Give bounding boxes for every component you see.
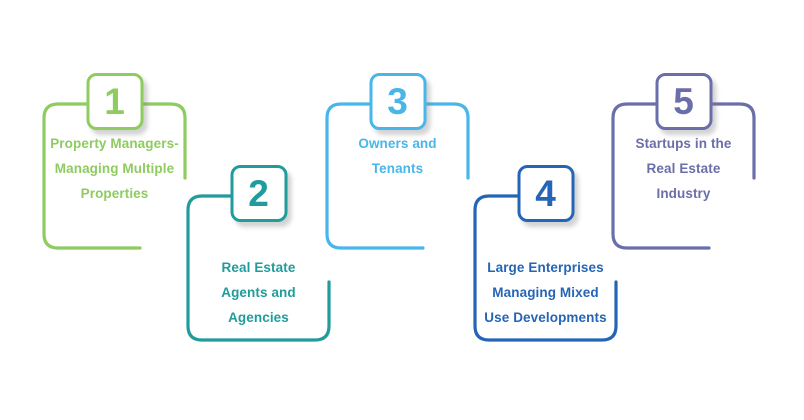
step-number: 2 <box>248 173 269 214</box>
step-outline <box>325 102 470 250</box>
step-label-line: Startups in the <box>635 136 732 151</box>
step-item-1: 1 Property Managers- Managing Multiple P… <box>42 73 187 253</box>
step-item-3: 3 Owners and Tenants <box>325 73 470 253</box>
step-number-badge: 5 <box>655 73 712 130</box>
step-label-line: Property Managers- <box>50 136 179 151</box>
step-label-line: Owners and <box>358 136 437 151</box>
step-label: Large Enterprises Managing Mixed Use Dev… <box>462 255 629 330</box>
step-number: 4 <box>535 173 556 214</box>
step-number-badge: 3 <box>369 73 426 130</box>
step-number-badge: 2 <box>230 165 287 222</box>
step-label: Real Estate Agents and Agencies <box>175 255 342 330</box>
step-item-4: 4 Large Enterprises Managing Mixed Use D… <box>473 165 618 345</box>
step-item-2: 2 Real Estate Agents and Agencies <box>186 165 331 345</box>
step-label-line: Managing Mixed <box>492 285 599 300</box>
step-number-badge: 1 <box>86 73 143 130</box>
step-label: Property Managers- Managing Multiple Pro… <box>31 131 198 206</box>
step-outline <box>473 194 618 342</box>
step-label-line: Properties <box>80 186 149 201</box>
step-outline <box>611 102 756 250</box>
step-label-line: Large Enterprises <box>487 260 604 275</box>
step-label-line: Managing Multiple <box>54 161 175 176</box>
step-outline <box>42 102 187 250</box>
step-label-line: Real Estate <box>221 260 296 275</box>
step-label-line: Industry <box>656 186 711 201</box>
step-label-line: Agents and <box>221 285 296 300</box>
step-outline <box>186 194 331 342</box>
step-item-5: 5 Startups in the Real Estate Industry <box>611 73 756 253</box>
step-label-line: Tenants <box>371 161 424 176</box>
step-number-badge: 4 <box>517 165 574 222</box>
step-label-line: Use Developments <box>484 310 607 325</box>
step-number: 3 <box>387 81 408 122</box>
step-label: Owners and Tenants <box>314 131 481 181</box>
step-label: Startups in the Real Estate Industry <box>600 131 767 206</box>
step-number: 5 <box>673 81 694 122</box>
step-label-line: Real Estate <box>646 161 721 176</box>
step-label-line: Agencies <box>228 310 289 325</box>
step-number: 1 <box>104 81 125 122</box>
